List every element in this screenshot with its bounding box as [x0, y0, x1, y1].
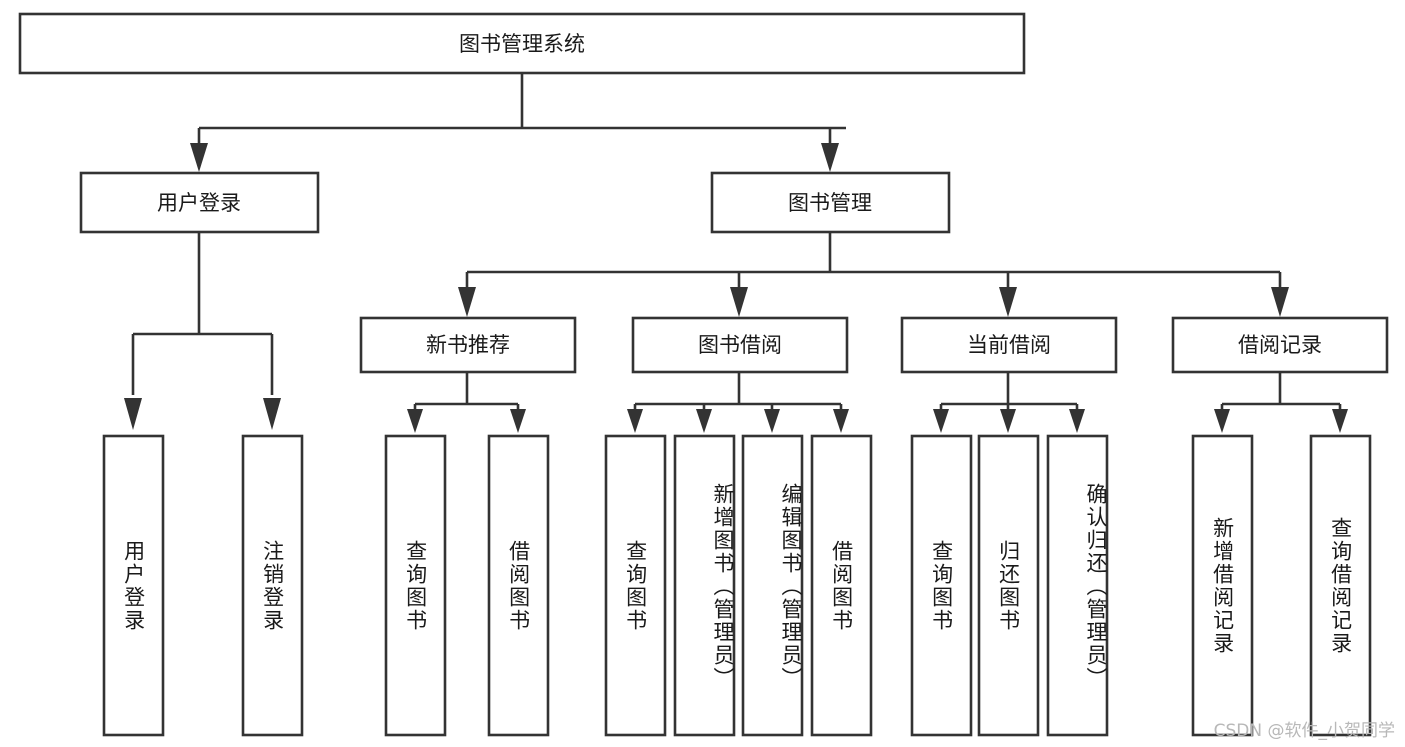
node-root-label: 图书管理系统 — [459, 32, 585, 56]
leaf-book-borrow-2[interactable] — [673, 434, 736, 737]
node-current-borrow[interactable]: 当前借阅 — [900, 316, 1118, 374]
leaf-current-borrow-1[interactable] — [910, 434, 973, 737]
node-new-book-recommend[interactable]: 新书推荐 — [359, 316, 577, 374]
leaf-user-login-2[interactable] — [241, 434, 304, 737]
node-borrow-record-label: 借阅记录 — [1238, 333, 1322, 357]
connector-bookborrow-to-leaves — [627, 372, 849, 433]
node-current-borrow-label: 当前借阅 — [967, 333, 1051, 357]
leaf-new-book-1[interactable] — [384, 434, 447, 737]
csdn-watermark: CSDN @软件_小贺同学 — [1213, 721, 1395, 741]
leaf-borrow-record-2[interactable] — [1309, 434, 1372, 737]
connector-newbook-to-leaves — [407, 372, 526, 433]
connector-currentborrow-to-leaves — [933, 372, 1085, 433]
leaf-book-borrow-4[interactable] — [810, 434, 873, 737]
leaf-current-borrow-2[interactable] — [977, 434, 1040, 737]
leaf-user-login-1[interactable] — [102, 434, 165, 737]
leaf-new-book-2[interactable] — [487, 434, 550, 737]
node-new-book-recommend-label: 新书推荐 — [426, 333, 510, 357]
node-book-borrow-label: 图书借阅 — [698, 333, 782, 357]
node-root[interactable]: 图书管理系统 — [18, 12, 1026, 75]
connector-userlogin-to-leaves — [124, 232, 281, 430]
node-book-management-label: 图书管理 — [788, 191, 872, 215]
node-borrow-record[interactable]: 借阅记录 — [1171, 316, 1389, 374]
leaf-current-borrow-3[interactable] — [1046, 434, 1109, 737]
connector-bookmgmt-to-level3 — [458, 232, 1289, 317]
leaf-borrow-record-1[interactable] — [1191, 434, 1254, 737]
node-book-borrow[interactable]: 图书借阅 — [631, 316, 849, 374]
node-book-management[interactable]: 图书管理 — [710, 171, 951, 234]
node-user-login-label: 用户登录 — [157, 191, 241, 215]
leaf-book-borrow-3[interactable] — [741, 434, 804, 737]
leaf-book-borrow-1[interactable] — [604, 434, 667, 737]
connector-root-to-level2 — [190, 73, 846, 172]
connector-borrowrecord-to-leaves — [1214, 372, 1348, 433]
node-user-login[interactable]: 用户登录 — [79, 171, 320, 234]
